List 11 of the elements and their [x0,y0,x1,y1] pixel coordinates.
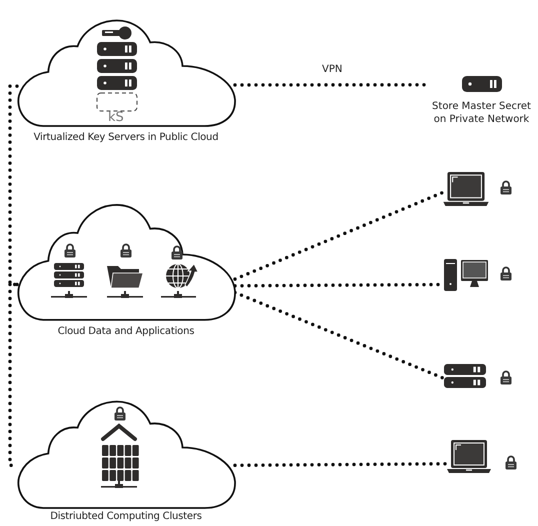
dotted-connector [8,282,19,468]
edge-label: VPN [320,64,344,75]
cloud-caption: Distriubted Computing Clusters [50,511,202,522]
dotted-connector [233,190,445,281]
dotted-connector [8,84,19,286]
dotted-connector [233,83,427,87]
cloud-caption: Virtualized Key Servers in Public Cloud [34,132,218,143]
dotted-connector [233,462,449,468]
key-server-label: kS [108,110,124,125]
device-caption: Store Master Secret on Private Network [431,100,532,126]
cloud-caption: Cloud Data and Applications [58,326,194,337]
